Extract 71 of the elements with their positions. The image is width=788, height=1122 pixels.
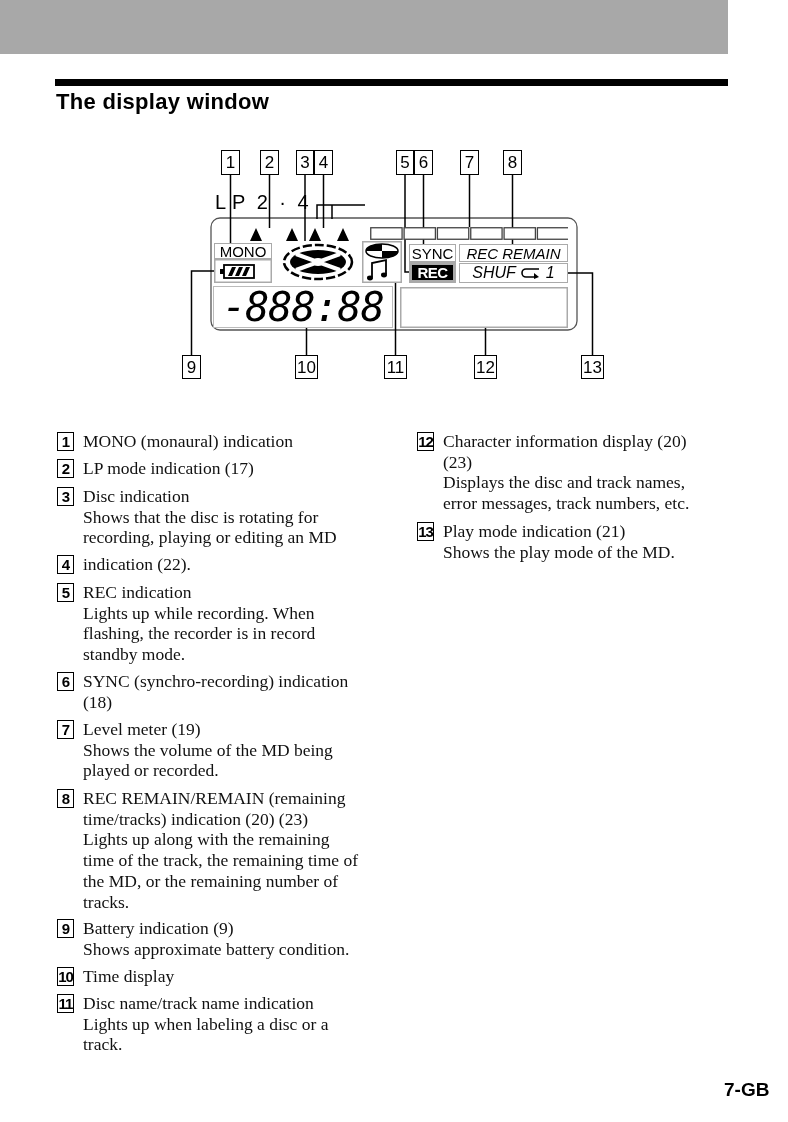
item-heading: SYNC (synchro-recording) indication (18) xyxy=(83,671,350,713)
leader-line xyxy=(468,174,471,228)
sync-segment: SYNC xyxy=(409,244,456,262)
callout-number: 12 xyxy=(417,432,434,451)
item-heading: REC indication xyxy=(83,582,193,603)
callout-number: 12 xyxy=(474,355,497,379)
callout-number: 3 xyxy=(296,150,314,175)
leader-line xyxy=(484,327,487,356)
leader-line xyxy=(394,282,397,356)
callout-number: 10 xyxy=(57,967,74,986)
callout-number: 3 xyxy=(57,487,74,506)
leader-line xyxy=(404,174,410,273)
rec-remain-segment: REC REMAIN xyxy=(459,244,568,262)
item-description: Shows approximate battery condition. xyxy=(83,938,351,960)
callout-number: 5 xyxy=(396,150,414,175)
page-title: The display window xyxy=(56,89,270,115)
callout-number: 4 xyxy=(314,150,333,175)
item-heading: Play mode indication (21) xyxy=(443,521,627,542)
repeat-number: 1 xyxy=(545,264,555,282)
leader-line xyxy=(190,270,215,356)
level-meter-bars xyxy=(370,227,568,240)
item-heading: indication (22). xyxy=(83,554,192,575)
item-heading: REC REMAIN/REMAIN (remaining time/tracks) indication (20) (23) xyxy=(83,788,347,830)
item-heading: Time display xyxy=(83,966,176,987)
item-heading: LP mode indication (17) xyxy=(83,458,255,479)
callout-number: 13 xyxy=(417,522,434,541)
callout-number: 1 xyxy=(221,150,240,175)
item-description: Lights up while recording. When flashing, the recorder is in record standby mode. xyxy=(83,602,317,665)
callout-number: 9 xyxy=(182,355,201,379)
battery-segment xyxy=(214,259,272,283)
item-description: Lights up along with the remaining time of the track, the remaining time of the MD, or the remaining number of tracks. xyxy=(83,829,360,913)
callout-number: 13 xyxy=(581,355,604,379)
page-number: 7-GB xyxy=(724,1079,770,1101)
item-heading: Level meter (19) xyxy=(83,719,202,740)
callout-number: 7 xyxy=(57,720,74,739)
item-description: Shows that the disc is rotating for recording, playing or editing an MD xyxy=(83,506,338,549)
callout-number: 1 xyxy=(57,432,74,451)
bass-triangles xyxy=(309,228,349,241)
time-digits: -888:88 xyxy=(213,286,393,328)
item-description: Shows the volume of the MD being played or recorded. xyxy=(83,739,334,782)
callout-number: 11 xyxy=(384,355,407,379)
item-description: Lights up when labeling a disc or a track. xyxy=(83,1013,330,1056)
callout-number: 5 xyxy=(57,583,74,602)
mode-text: SHUF xyxy=(472,264,516,282)
callout-number: 10 xyxy=(295,355,318,379)
callout-number: 11 xyxy=(57,994,74,1013)
leader-line xyxy=(322,174,325,229)
item-heading: Disc name/track name indication xyxy=(83,993,315,1014)
lp-mode-triangles xyxy=(250,228,298,241)
item-heading: MONO (monaural) indication xyxy=(83,431,294,452)
callout-number: 6 xyxy=(414,150,433,175)
callout-number: 4 xyxy=(57,555,74,574)
callout-number: 9 xyxy=(57,919,74,938)
disc-name-segment xyxy=(362,241,402,283)
callout-number: 2 xyxy=(260,150,279,175)
item-heading: Character information display (20) (23) xyxy=(443,431,688,473)
character-display xyxy=(400,287,568,328)
leader-line xyxy=(567,272,594,356)
callout-number: 8 xyxy=(57,789,74,808)
rec-segment: REC xyxy=(409,262,456,283)
callout-number: 6 xyxy=(57,672,74,691)
callout-number: 7 xyxy=(460,150,479,175)
item-heading: Battery indication (9) xyxy=(83,918,235,939)
callout-number: 2 xyxy=(57,459,74,478)
mono-segment: MONO xyxy=(214,243,272,259)
callout-number: 8 xyxy=(503,150,522,175)
item-description: Shows the play mode of the MD. xyxy=(443,541,676,563)
disc-symbol xyxy=(280,241,356,283)
item-heading: Disc indication xyxy=(83,486,191,507)
leader-line xyxy=(305,327,308,356)
item-description: Displays the disc and track names, error messages, track numbers, etc. xyxy=(443,472,691,514)
